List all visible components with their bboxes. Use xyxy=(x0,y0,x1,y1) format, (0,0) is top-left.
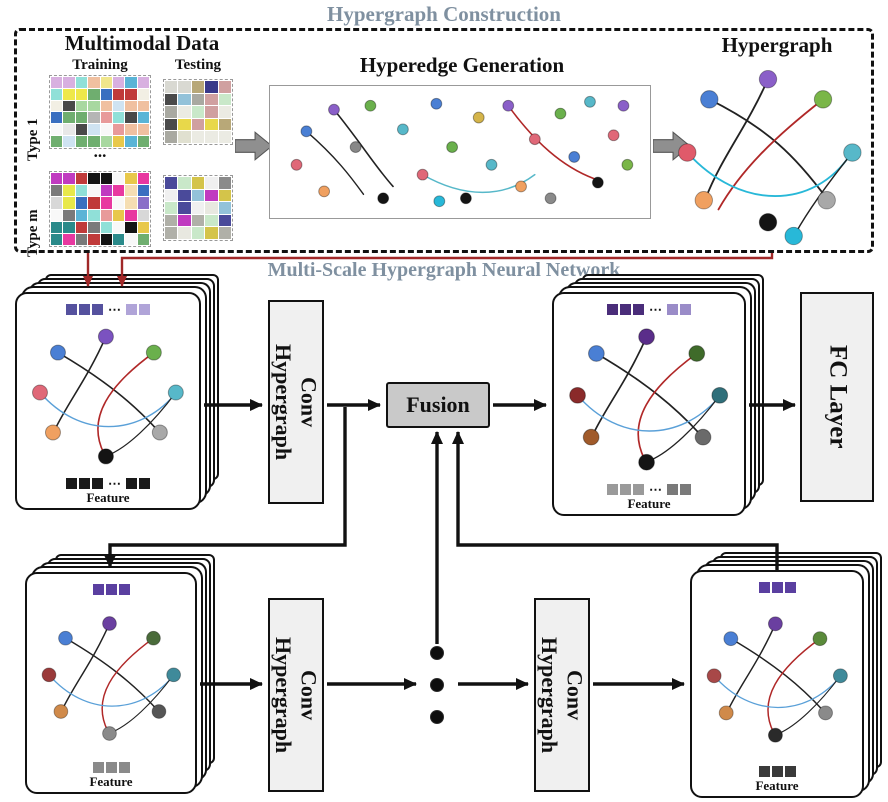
hypergraph-conv-box-1: Hypergraph Conv xyxy=(268,300,324,504)
feature-card: ⋯ ⋯ Feature xyxy=(15,292,201,510)
conv-label-line1: Hypergraph xyxy=(271,636,296,754)
ellipsis-dot xyxy=(430,678,444,692)
fc-layer-label: FC Layer xyxy=(824,345,852,449)
fusion-box: Fusion xyxy=(386,382,490,428)
card-hypergraph xyxy=(703,594,852,765)
feature-squares-top: ⋯ xyxy=(560,303,738,316)
feature-squares-bottom: ⋯ xyxy=(560,483,738,496)
hyperedge-generation-title: Hyperedge Generation xyxy=(359,53,565,77)
mosaic-ellipsis: ... xyxy=(93,142,107,161)
ellipsis-dot xyxy=(430,710,444,724)
hypergraph-construction-box: Multimodal Data Training Testing Type 1 … xyxy=(14,28,874,257)
conv-label-line1: Hypergraph xyxy=(271,343,296,461)
ellipsis-dot xyxy=(430,646,444,660)
mosaic-type1-testing xyxy=(163,79,233,145)
feature-card-stack-fused: ⋯ ⋯ Feature xyxy=(552,292,746,516)
hypergraph-conv-label: Hypergraph Conv xyxy=(537,636,588,754)
mosaic-type1-training xyxy=(49,75,151,149)
feature-label: Feature xyxy=(627,496,671,511)
hypergraph-conv-label: Hypergraph Conv xyxy=(271,343,322,461)
feature-squares-top: ⋯ xyxy=(23,303,193,316)
feature-label: Feature xyxy=(86,490,130,505)
conv-label-line2: Conv xyxy=(296,669,322,721)
feature-card-stack-input: ⋯ ⋯ Feature xyxy=(15,292,201,510)
testing-label: Testing xyxy=(174,57,222,73)
type1-label: Type 1 xyxy=(25,118,41,161)
card-hypergraph xyxy=(565,316,732,483)
card-hypergraph xyxy=(28,316,188,477)
feature-label: Feature xyxy=(89,774,133,789)
hyperedge-generation-box xyxy=(269,85,651,219)
mosaic-typem-testing xyxy=(163,175,233,241)
feature-label: Feature xyxy=(755,778,799,793)
feature-card: ⋯ ⋯ Feature xyxy=(552,292,746,516)
feature-squares-top xyxy=(698,581,856,594)
typem-label: Type m xyxy=(25,209,41,257)
feature-squares-top xyxy=(33,583,189,596)
hypergraph-conv-box-2: Hypergraph Conv xyxy=(268,598,324,792)
feature-card-stack-scaleN: Feature xyxy=(690,570,864,798)
conv-label-line2: Conv xyxy=(296,376,322,428)
training-label: Training xyxy=(72,57,128,73)
hypergraph-conv-label: Hypergraph Conv xyxy=(271,636,322,754)
hypergraph-title: Hypergraph xyxy=(721,33,833,57)
construction-section-title: Hypergraph Construction xyxy=(327,2,561,26)
feature-card-stack-scale2: Feature xyxy=(25,572,197,794)
multimodal-data-title: Multimodal Data xyxy=(64,31,220,55)
feature-squares-bottom xyxy=(698,765,856,778)
conv-label-line1: Hypergraph xyxy=(537,636,562,754)
hypergraph-conv-box-3: Hypergraph Conv xyxy=(534,598,590,792)
hypergraph-diagram xyxy=(669,59,867,247)
hyperedge-generation-graph xyxy=(272,88,648,216)
mosaic-typem-training xyxy=(49,171,151,247)
feature-squares-bottom xyxy=(33,761,189,774)
feature-squares-bottom: ⋯ xyxy=(23,477,193,490)
card-hypergraph xyxy=(38,596,185,761)
right-block-arrow-icon xyxy=(235,131,273,161)
fusion-label: Fusion xyxy=(406,392,470,417)
feature-card: Feature xyxy=(690,570,864,798)
network-section-title: Multi-Scale Hypergraph Neural Network xyxy=(267,259,621,281)
conv-label-line2: Conv xyxy=(562,669,588,721)
feature-card: Feature xyxy=(25,572,197,794)
fc-layer-box: FC Layer xyxy=(800,292,874,502)
